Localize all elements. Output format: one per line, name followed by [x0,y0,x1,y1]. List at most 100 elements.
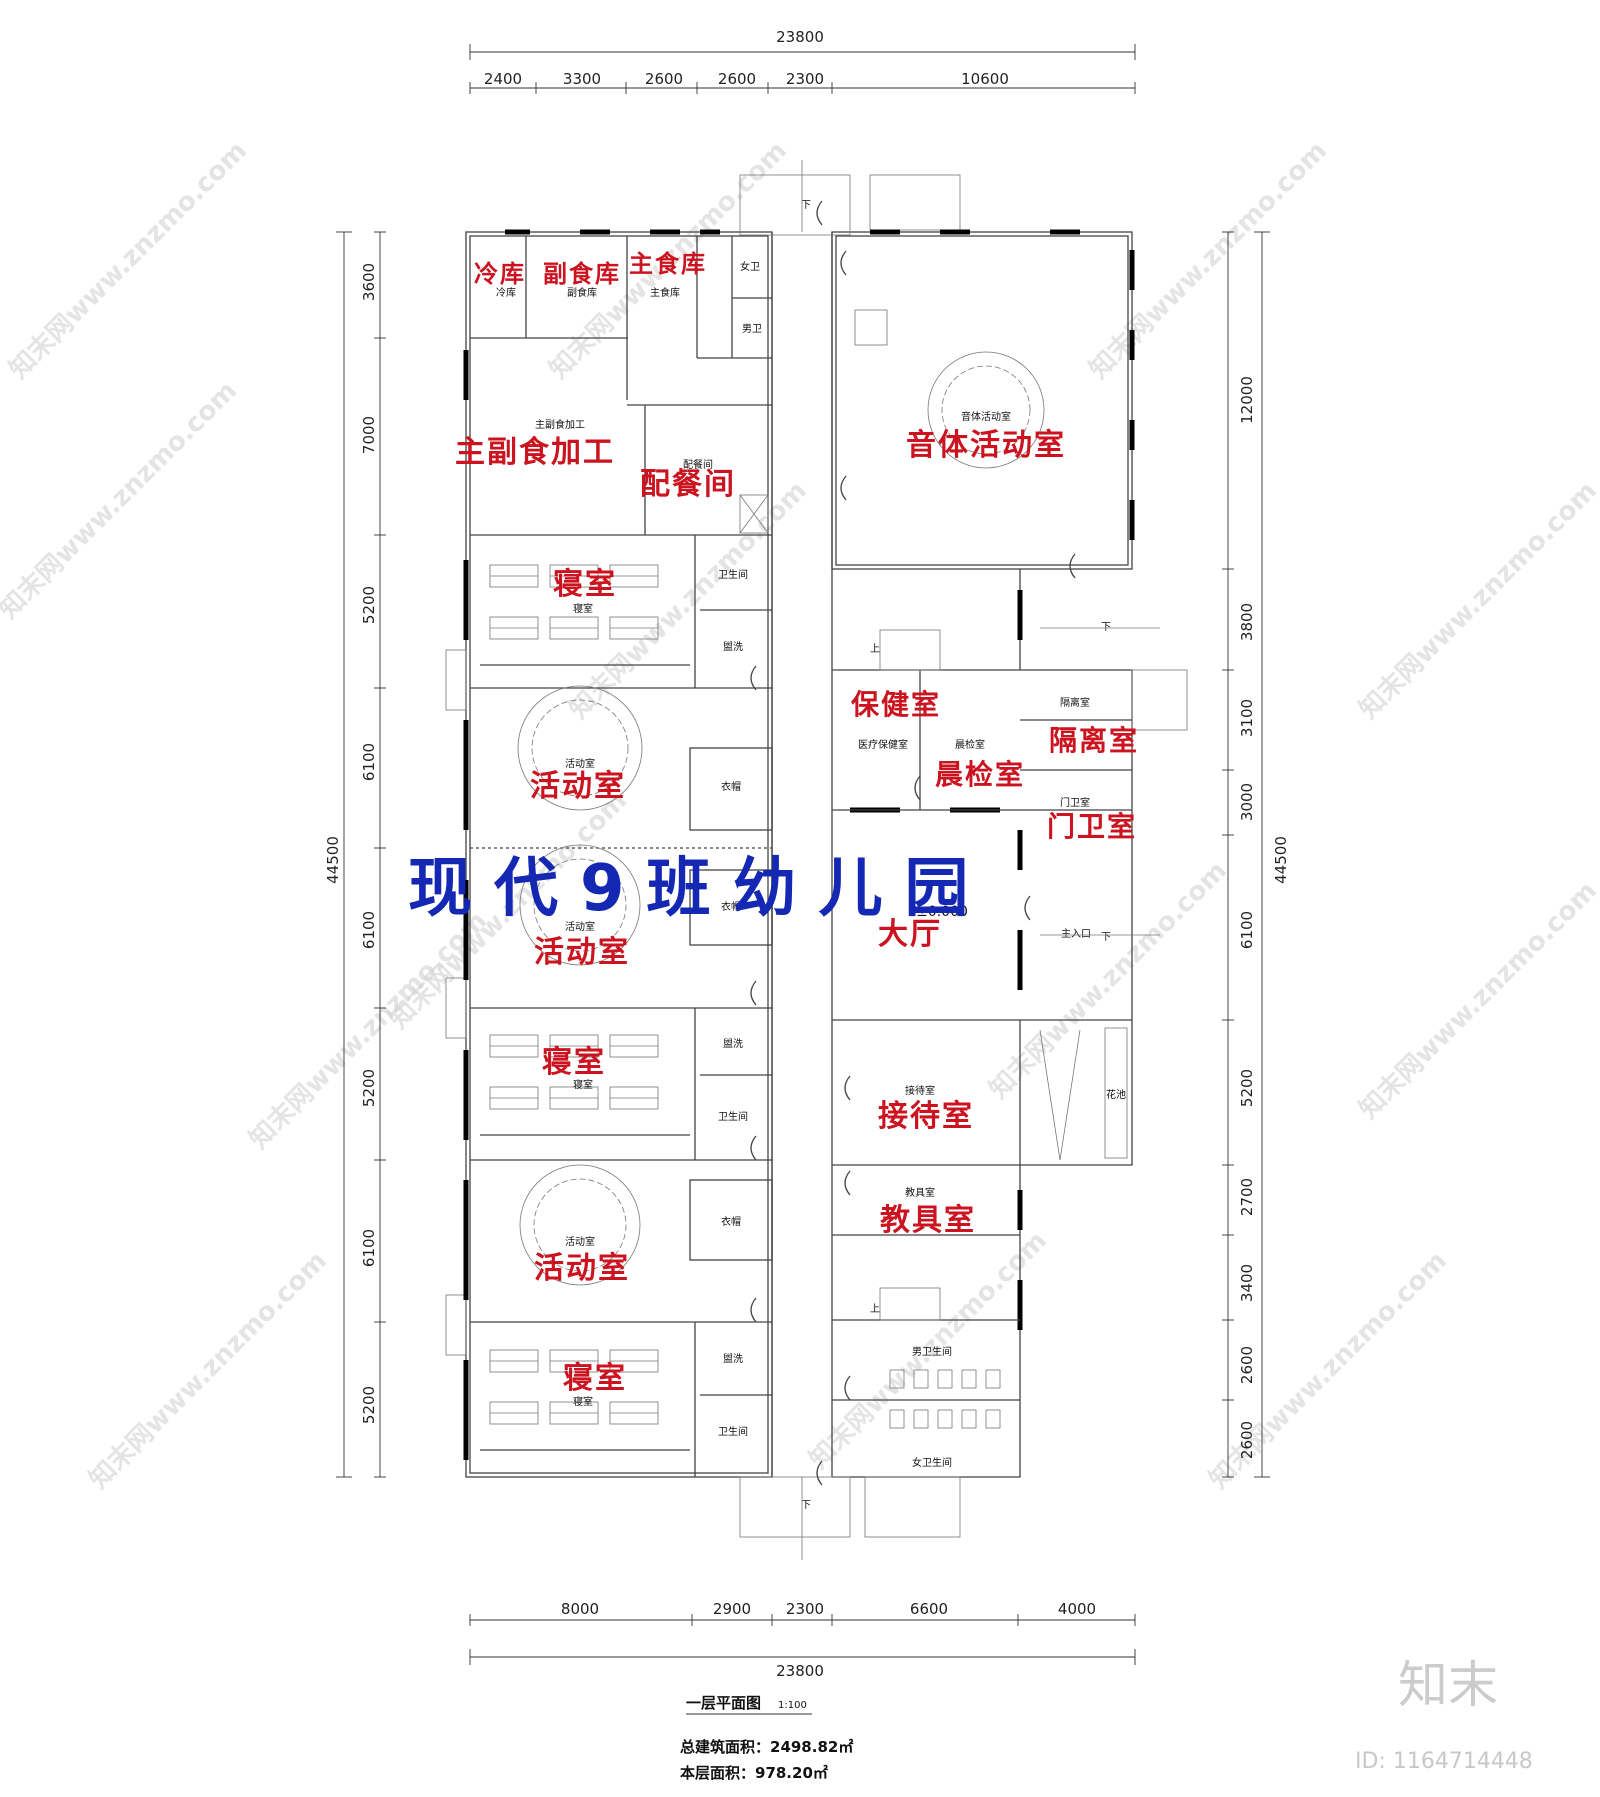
toilet-fixture [937,1409,953,1429]
activity-ring-outer [519,1164,641,1286]
toilet-fixture [889,1369,905,1389]
big-label-bed-1: 寝室 [553,567,617,602]
big-label-act-2: 活动室 [534,935,630,970]
dim-top-total: 23800 [776,28,824,46]
stair-up-2: 上 [870,1303,880,1315]
big-label-isolation: 隔离室 [1049,724,1139,757]
big-label-cold: 冷库 [474,260,526,288]
stair-up-1: 上 [870,643,880,655]
dim-right-8: 3400 [1238,1264,1256,1302]
watermark-4: 知末网www.znzmo.com [0,376,243,625]
furniture [480,200,1076,1486]
dim-left-4: 6100 [360,743,378,781]
door-swing [840,475,847,501]
total-area: 总建筑面积：2498.82㎡ [680,1738,853,1756]
plan-name: 一层平面图 [686,1694,761,1712]
label-cloak-1: 衣帽 [721,780,741,793]
dim-right-3: 3100 [1238,699,1256,737]
activity-ring-inner [533,858,627,952]
toilet-fixture [889,1409,905,1429]
label-kitchen: 主副食加工 [535,418,585,431]
label-morning: 晨检室 [955,738,985,751]
dim-left-8: 5200 [360,1386,378,1424]
door-swing [750,980,757,1006]
label-toilet-2: 卫生间 [718,1110,748,1123]
watermark-1: 知末网www.znzmo.com [4,136,253,385]
label-cloak-2: 衣帽 [721,900,741,913]
dim-right-6: 5200 [1238,1069,1256,1107]
label-women-toilet: 女卫生间 [912,1456,952,1469]
label-teaching: 教具室 [905,1186,935,1199]
toilet-fixture [985,1369,1001,1389]
label-medical: 医疗保健室 [858,738,908,751]
dim-left-2: 7000 [360,416,378,454]
label-act-3: 活动室 [565,1235,595,1248]
toilet-fixture [913,1369,929,1389]
big-label-serving: 配餐间 [640,467,736,502]
big-label-teaching: 教具室 [880,1203,976,1238]
floor-area: 本层面积：978.20㎡ [680,1764,828,1782]
big-label-bed-3: 寝室 [563,1361,627,1396]
activity-ring-inner [941,365,1031,455]
dim-left-3: 5200 [360,586,378,624]
stair-down-east-1: 下 [1101,622,1111,633]
toilet-fixture [961,1369,977,1389]
dim-top-4: 2600 [718,70,756,88]
toilet-fixture [961,1409,977,1429]
door-swing [816,1460,823,1486]
door-swing [750,1297,757,1323]
stair-down-north: 下 [801,200,811,211]
label-bed-2: 寝室 [573,1078,593,1091]
footer: 一层平面图 1:100 总建筑面积：2498.82㎡ 本层面积：978.20㎡ [680,1694,853,1782]
label-toilet-1: 卫生间 [718,568,748,581]
label-act-1: 活动室 [565,757,595,770]
dim-top-2: 3300 [563,70,601,88]
dim-bottom-4: 6600 [910,1600,948,1618]
watermark-3: 知末网www.znzmo.com [1084,136,1333,385]
stair-down-south: 下 [801,1500,811,1511]
dim-right-5: 6100 [1238,911,1256,949]
big-label-morning: 晨检室 [935,758,1025,791]
dim-right-2: 3800 [1238,603,1256,641]
label-cold: 冷库 [496,286,516,299]
toilet-fixture [937,1369,953,1389]
label-men-toilet: 男卫生间 [912,1345,952,1358]
big-label-kitchen: 主副食加工 [455,435,615,470]
door-swing [844,1375,851,1401]
activity-ring-outer [927,351,1045,469]
label-main-store: 主食库 [650,286,680,299]
label-wash-2: 盥洗 [723,1038,743,1050]
door-swing [1024,895,1031,921]
label-elevation: ±0.000 [916,904,968,920]
brand-logo: 知末 [1398,1656,1498,1714]
label-isolation: 隔离室 [1060,696,1090,709]
big-labels: 冷库 副食库 主食库 主副食加工 配餐间 音体活动室 寝室 活动室 活动室 寝室… [455,250,1139,1396]
door-swing [750,1135,757,1161]
brand-id: ID: 1164714448 [1355,1749,1533,1774]
label-reception: 接待室 [905,1084,935,1097]
label-guard: 门卫室 [1060,796,1090,809]
dim-bottom-1: 8000 [561,1600,599,1618]
big-label-act-3: 活动室 [534,1251,630,1286]
dim-bottom-2: 2900 [713,1600,751,1618]
label-cloak-3: 衣帽 [721,1215,741,1228]
dimension-texts: 23800 2400 3300 2600 2600 2300 10600 800… [324,28,1290,1680]
activity-ring-inner [533,1178,627,1272]
label-music: 音体活动室 [961,410,1011,423]
dim-top-1: 2400 [484,70,522,88]
activity-ring-inner [531,699,629,797]
toilet-fixture [913,1409,929,1429]
dim-left-1: 3600 [360,263,378,301]
big-label-health: 保健室 [851,688,941,721]
brand: 知末 ID: 1164714448 [1355,1656,1533,1774]
watermark-11: 知末网www.znzmo.com [84,1246,333,1495]
dim-right-4: 3000 [1238,783,1256,821]
label-wash-1: 盥洗 [723,641,743,653]
door-swing [750,665,757,691]
label-act-2: 活动室 [565,920,595,933]
door-swing [914,775,921,801]
dim-top-6: 10600 [961,70,1009,88]
label-serving: 配餐间 [683,458,713,471]
activity-ring-outer [519,844,641,966]
